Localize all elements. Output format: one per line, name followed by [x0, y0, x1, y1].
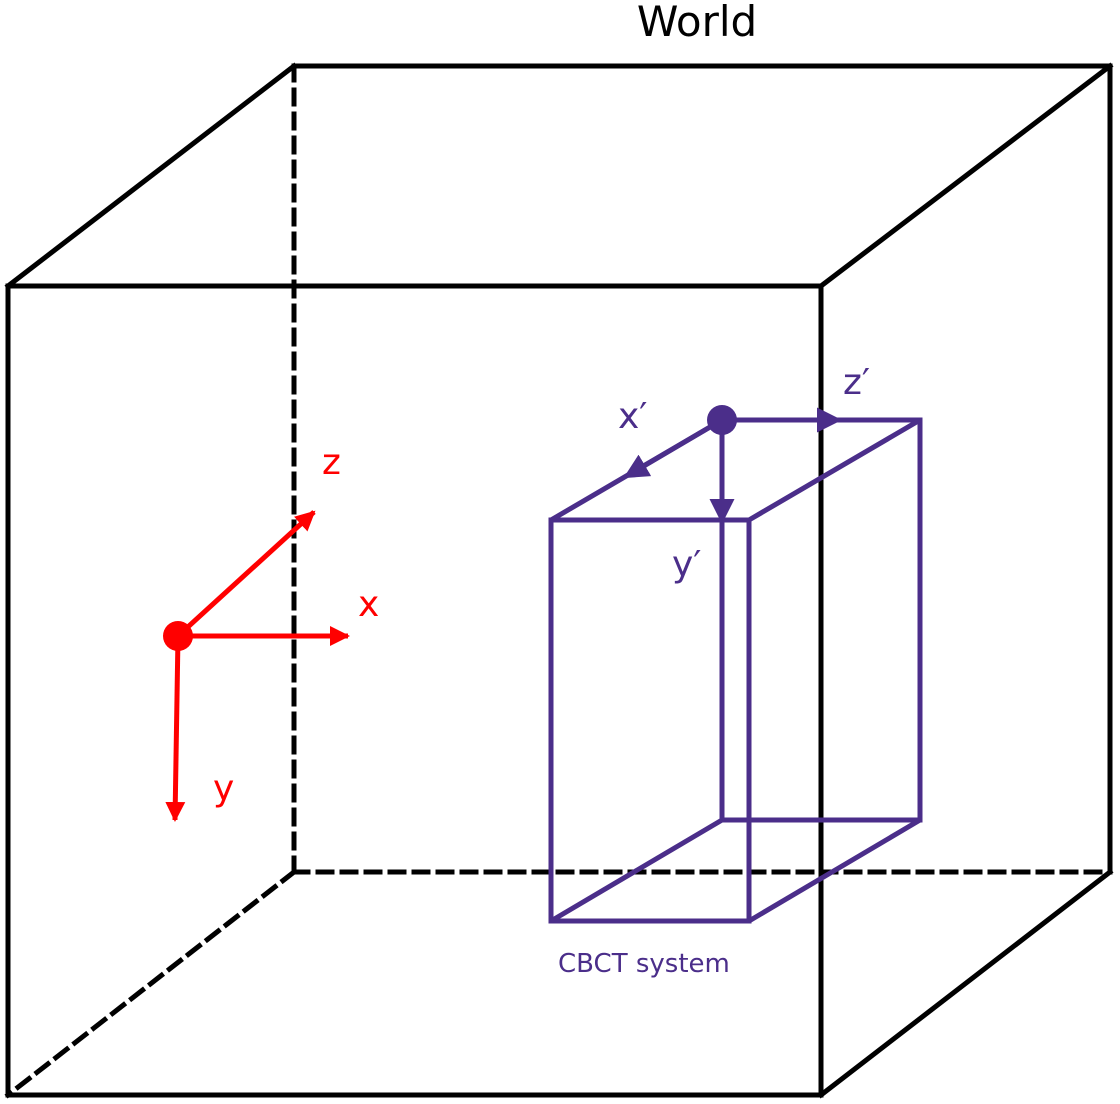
cbct-origin-dot — [707, 405, 737, 435]
world-z-axis-arrow — [176, 510, 316, 638]
world-x-label: x — [358, 584, 379, 625]
cbct-system-label: CBCT system — [558, 949, 730, 979]
world-y-label: y — [213, 768, 234, 809]
cbct-box — [548, 417, 923, 924]
cbct-y-label: y′ — [672, 544, 701, 585]
world-y-axis-arrow — [165, 635, 186, 822]
cbct-axes — [623, 407, 842, 524]
cbct-front-face — [548, 517, 752, 924]
world-z-label: z — [322, 442, 341, 483]
world-cube — [4, 62, 1114, 1099]
cbct-edge-bottom-right — [747, 817, 922, 924]
world-edge-top-left — [4, 62, 298, 290]
world-title: World — [637, 0, 757, 46]
world-origin-dot — [163, 621, 193, 651]
world-edge-top-right — [817, 62, 1114, 290]
cbct-z-label: z′ — [843, 362, 870, 403]
world-front-face — [5, 283, 824, 1098]
world-hidden-edge-diagonal — [4, 868, 298, 1099]
cbct-x-label: x′ — [618, 396, 647, 437]
cbct-edge-bottom-left — [549, 817, 724, 924]
world-edge-bottom-right — [817, 868, 1114, 1099]
world-axes — [165, 510, 350, 822]
cbct-x-axis-arrow — [623, 417, 724, 479]
cbct-edge-top-right — [747, 417, 922, 523]
